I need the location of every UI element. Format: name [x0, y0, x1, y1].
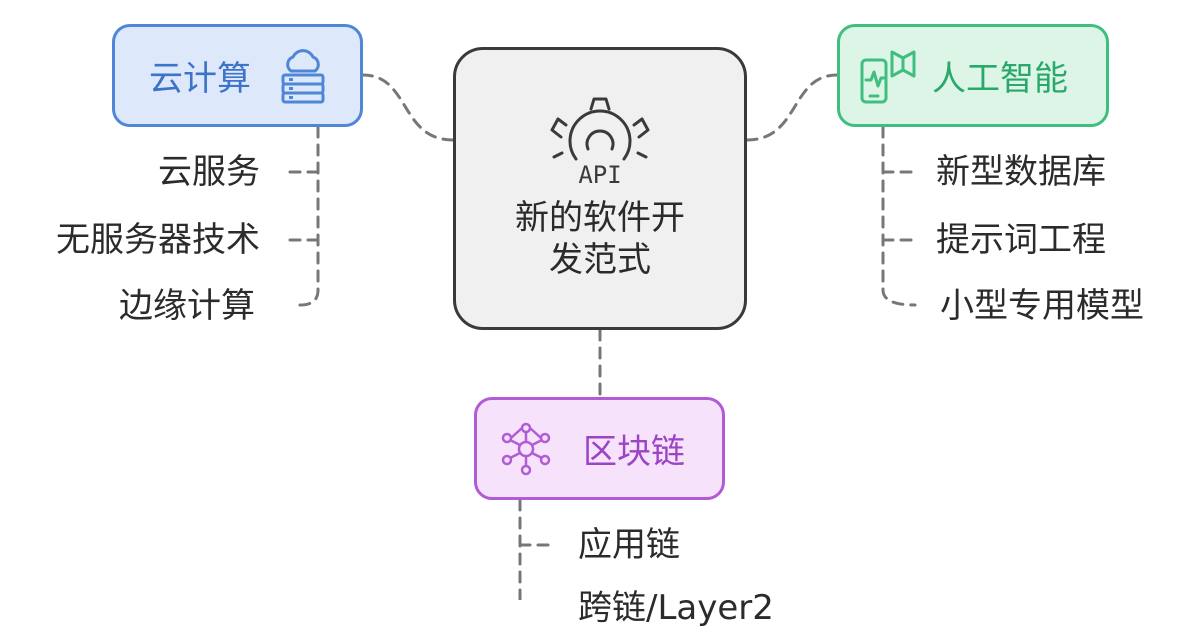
ai-item-new-database[interactable]: 新型数据库	[936, 152, 1106, 192]
blockchain-item-cross-chain[interactable]: 跨链/Layer2	[578, 588, 774, 628]
cloud-item-edge-computing[interactable]: 边缘计算	[119, 286, 255, 326]
blockchain-item-app-chain[interactable]: 应用链	[578, 525, 680, 565]
branch-label-cloud: 云计算	[149, 59, 251, 99]
branch-node-ai[interactable]: 人工智能	[837, 24, 1109, 127]
cloud-item-cloud-service[interactable]: 云服务	[158, 152, 260, 192]
connector-central-ai	[745, 73, 839, 142]
connector-layer	[283, 73, 917, 600]
connector-cloud-trunk	[298, 125, 320, 307]
connector-central-cloud	[361, 73, 455, 142]
cloud-item-serverless[interactable]: 无服务器技术	[56, 220, 260, 260]
api-icon-text: API	[578, 161, 621, 189]
branch-node-blockchain[interactable]: 区块链	[474, 397, 725, 500]
branch-label-ai: 人工智能	[932, 59, 1068, 99]
branch-node-cloud[interactable]: 云计算	[112, 24, 363, 127]
network-nodes-icon	[499, 422, 553, 476]
phone-book-icon	[858, 46, 918, 106]
ai-item-small-model[interactable]: 小型专用模型	[940, 286, 1144, 326]
server-cloud-icon	[279, 47, 327, 105]
branch-label-blockchain: 区块链	[583, 432, 685, 472]
gear-api-icon: API	[550, 97, 650, 193]
connector-ai-trunk	[881, 125, 917, 307]
central-title: 新的软件开发范式	[515, 197, 685, 280]
ai-item-prompt-engineering[interactable]: 提示词工程	[936, 220, 1106, 260]
central-node[interactable]: API 新的软件开发范式	[453, 47, 747, 330]
